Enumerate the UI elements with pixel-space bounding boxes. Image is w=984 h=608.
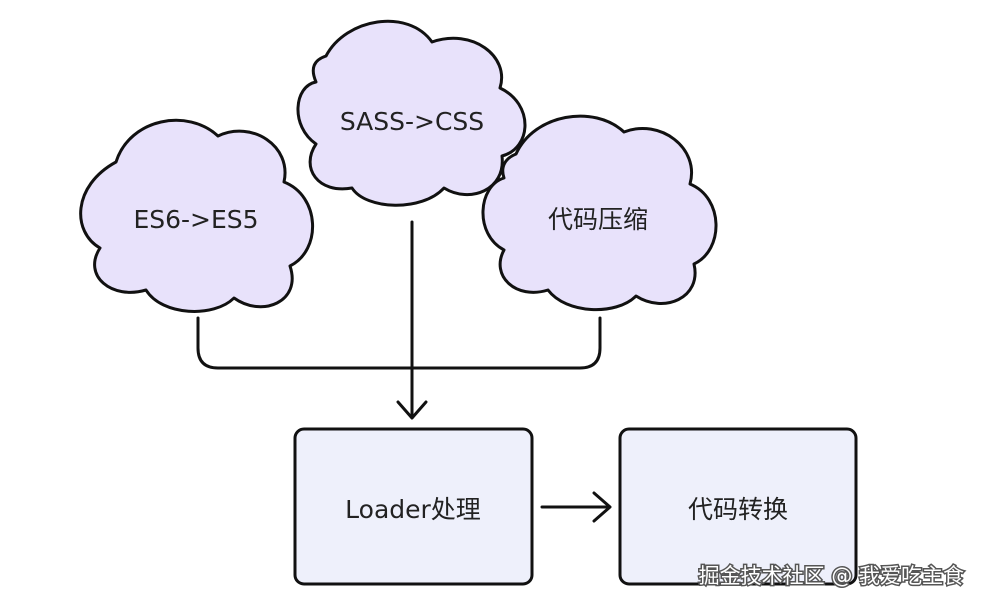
arrowhead-down-icon [396,400,428,420]
cloud-shape [481,114,718,312]
box-loader-label: Loader处理 [345,495,481,524]
cloud-shape [296,19,527,207]
box-shape [618,427,858,586]
cloud-sass-to-css: SASS->CSS [296,19,527,207]
box-shape [293,427,534,586]
arrowhead-right-icon [592,491,612,523]
box-loader: Loader处理 [293,427,534,586]
box-code-transform: 代码转换 [618,427,858,586]
connector-es6-to-merge [196,316,414,370]
cloud-minify-label: 代码压缩 [548,205,648,234]
cloud-shape [79,118,314,313]
cloud-code-minify: 代码压缩 [481,114,718,312]
cloud-es6-to-es5: ES6->ES5 [79,118,314,313]
connector-minify-to-merge [410,316,602,370]
cloud-es6-label: ES6->ES5 [133,205,258,234]
watermark: 掘金技术社区 @ 我爱吃主食 [699,564,964,588]
box-transform-label: 代码转换 [688,495,788,524]
cloud-sass-label: SASS->CSS [340,107,484,136]
